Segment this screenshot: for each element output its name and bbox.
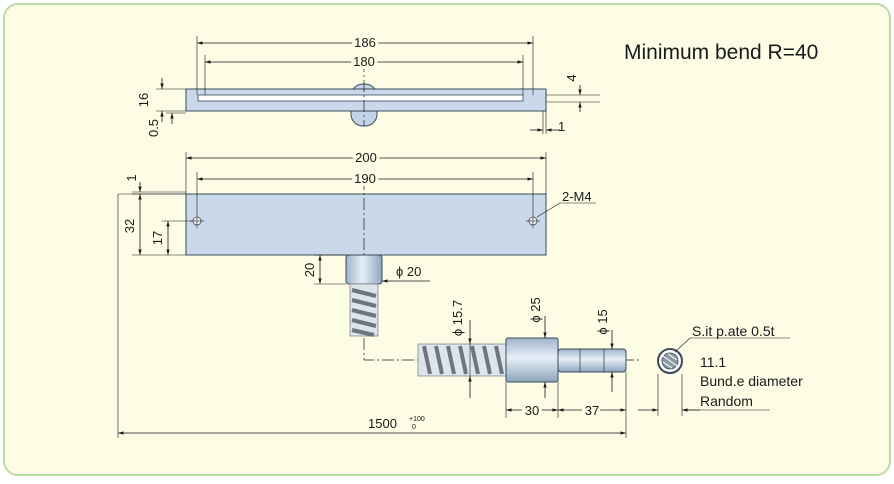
- dim-17: 17: [150, 231, 165, 245]
- tol-upper: +100: [409, 416, 425, 423]
- shaft-body: [505, 337, 559, 383]
- dim-37: 37: [585, 403, 599, 418]
- front-view-plate: [185, 193, 547, 256]
- dim-1-top: 1: [558, 119, 565, 134]
- dim-1-front: 1: [124, 174, 139, 181]
- dim-200: 200: [355, 150, 377, 165]
- bundle-line2: Random: [700, 393, 753, 409]
- dim-20-height: 20: [302, 263, 317, 277]
- top-view: 186 180 16 0.5 4 1: [136, 32, 600, 137]
- dim-190: 190: [354, 171, 376, 186]
- dim-32: 32: [122, 219, 137, 233]
- front-view: 200 190 1 32 17 2-M4 20: [122, 147, 596, 337]
- top-view-slot: [197, 94, 524, 102]
- dia-20: ϕ 20: [396, 264, 421, 279]
- front-view-hub: [345, 254, 383, 285]
- dia-25: ϕ 25: [528, 297, 543, 322]
- dim-1500: 1500: [368, 416, 397, 431]
- cable-spring-vertical: [349, 283, 379, 337]
- shaft-view: ϕ 15.7 ϕ 25 ϕ 15 30 37 1500 +100 0: [117, 193, 640, 438]
- cable-spring-horizontal: [417, 343, 507, 377]
- dim-4: 4: [564, 74, 579, 81]
- tol-lower: 0: [412, 424, 416, 431]
- dim-0-5: 0.5: [146, 119, 161, 137]
- min-bend-title: Minimum bend R=40: [624, 41, 818, 64]
- plate-label: S.it p.ate 0.5t: [692, 323, 775, 339]
- dim-186: 186: [354, 35, 376, 50]
- shaft-tip: [557, 348, 627, 373]
- dia-15: ϕ 15: [595, 309, 610, 334]
- dia-15-7: ϕ 15.7: [450, 300, 465, 336]
- hole-label: 2-M4: [562, 189, 592, 204]
- dim-16: 16: [136, 93, 151, 107]
- bundle-line1: Bund.e diameter: [700, 373, 803, 389]
- bundle-value: 11.1: [700, 354, 726, 370]
- dim-30: 30: [525, 403, 539, 418]
- bundle-section: S.it p.ate 0.5t 11.1 Bund.e diameter Ran…: [638, 323, 803, 416]
- dim-180: 180: [353, 54, 375, 69]
